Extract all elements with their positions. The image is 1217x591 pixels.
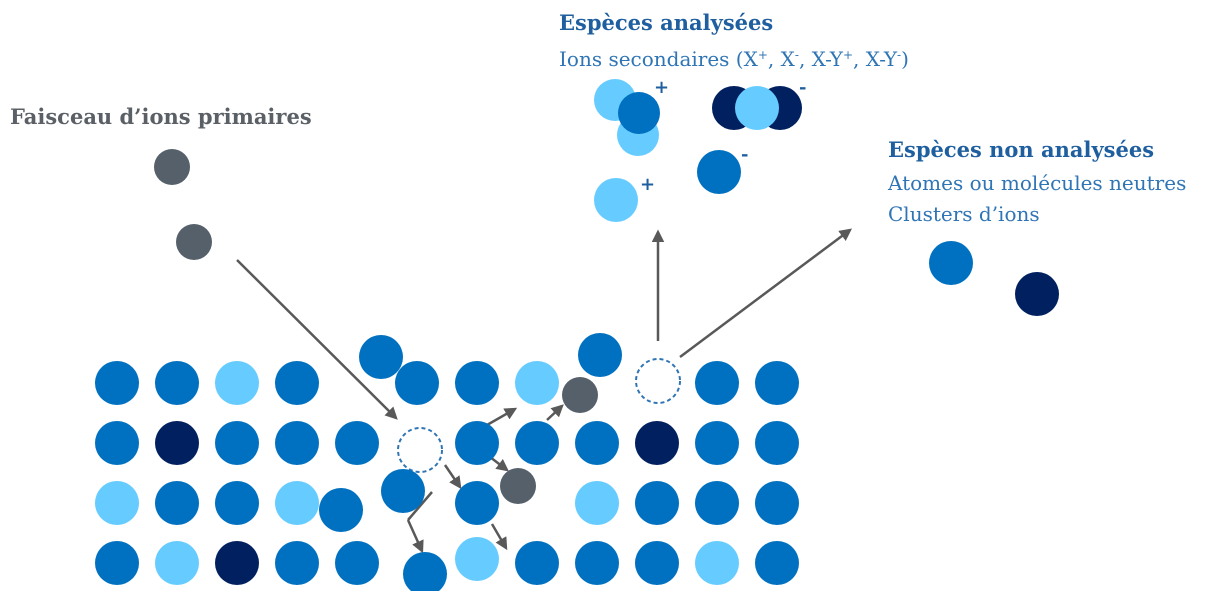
ion bbox=[618, 92, 660, 134]
atom bbox=[215, 421, 259, 465]
atom bbox=[515, 421, 559, 465]
atom bbox=[95, 541, 139, 585]
atom bbox=[215, 361, 259, 405]
implanted-primary-ion bbox=[562, 377, 598, 413]
atom bbox=[695, 361, 739, 405]
atom bbox=[575, 481, 619, 525]
atom bbox=[275, 361, 319, 405]
subtitle-sup-2: - bbox=[795, 48, 799, 62]
ion bbox=[594, 178, 638, 222]
positive-charge-label: + bbox=[640, 174, 655, 195]
atom bbox=[455, 361, 499, 405]
vacancy bbox=[397, 427, 443, 473]
primary-ion bbox=[176, 224, 212, 260]
cascade-arrow bbox=[546, 404, 564, 421]
neutral-species bbox=[929, 241, 1059, 316]
atom bbox=[395, 361, 439, 405]
non-analyzed-species-title: Espèces non analysées bbox=[888, 137, 1154, 162]
atom bbox=[95, 481, 139, 525]
atom bbox=[95, 361, 139, 405]
atom bbox=[275, 541, 319, 585]
arrows bbox=[236, 228, 853, 554]
atom bbox=[515, 541, 559, 585]
primary-ions bbox=[154, 149, 598, 504]
atom bbox=[575, 421, 619, 465]
atom bbox=[755, 541, 799, 585]
ion-clusters-label: Clusters d’ions bbox=[888, 202, 1040, 226]
subtitle-part-5: ) bbox=[901, 47, 909, 71]
atom bbox=[155, 481, 199, 525]
atom bbox=[635, 541, 679, 585]
implanted-primary-ion bbox=[500, 468, 536, 504]
cascade-arrow bbox=[486, 407, 518, 427]
analyzed-species-title: Espèces analysées bbox=[559, 10, 773, 35]
atom bbox=[695, 481, 739, 525]
atom bbox=[755, 361, 799, 405]
primary-beam-arrow bbox=[236, 259, 398, 420]
cascade-arrow bbox=[406, 519, 424, 554]
cascade-arrow bbox=[407, 491, 433, 521]
atom bbox=[215, 481, 259, 525]
cascade-arrow bbox=[489, 456, 509, 472]
atom bbox=[275, 421, 319, 465]
atom bbox=[755, 421, 799, 465]
atom bbox=[155, 421, 199, 465]
subtitle-sup-3: + bbox=[843, 48, 853, 62]
neutral-atom bbox=[929, 241, 973, 285]
atom bbox=[635, 481, 679, 525]
atom bbox=[695, 541, 739, 585]
atom bbox=[359, 335, 403, 379]
atom bbox=[215, 541, 259, 585]
subtitle-sup-4: - bbox=[897, 48, 901, 62]
atom bbox=[155, 541, 199, 585]
atom bbox=[335, 541, 379, 585]
primary-beam-label: Faisceau d’ions primaires bbox=[10, 104, 312, 129]
neutral-atoms-label: Atomes ou molécules neutres bbox=[887, 171, 1186, 195]
ion bbox=[735, 86, 779, 130]
atom bbox=[578, 333, 622, 377]
atom bbox=[755, 481, 799, 525]
subtitle-part-4: , X-Y bbox=[853, 47, 898, 71]
subtitle-part-2: , X bbox=[768, 47, 796, 71]
vacancy bbox=[635, 358, 681, 404]
atom bbox=[155, 361, 199, 405]
target-lattice bbox=[95, 333, 799, 591]
atom bbox=[515, 361, 559, 405]
atom bbox=[403, 552, 447, 591]
atom bbox=[455, 537, 499, 581]
atom bbox=[381, 469, 425, 513]
atom bbox=[455, 421, 499, 465]
neutral-atom bbox=[1015, 272, 1059, 316]
atom bbox=[335, 421, 379, 465]
non-analyzed-emission-arrow bbox=[679, 228, 853, 359]
cascade-arrow bbox=[490, 523, 508, 551]
atom bbox=[319, 488, 363, 532]
atom bbox=[635, 421, 679, 465]
atom bbox=[695, 421, 739, 465]
ion bbox=[697, 150, 741, 194]
secondary-ions: + - - + bbox=[594, 77, 806, 222]
subtitle-sup-1: + bbox=[758, 48, 768, 62]
negative-charge-label: - bbox=[741, 144, 748, 165]
positive-charge-label: + bbox=[654, 77, 669, 98]
cascade-arrow bbox=[443, 464, 462, 490]
atom bbox=[575, 541, 619, 585]
atom bbox=[275, 481, 319, 525]
subtitle-part-1: Ions secondaires (X bbox=[559, 47, 759, 71]
analyzed-species-subtitle: Ions secondaires (X+, X-, X-Y+, X-Y-) bbox=[559, 47, 909, 71]
atom bbox=[455, 481, 499, 525]
atom bbox=[95, 421, 139, 465]
negative-charge-label: - bbox=[799, 77, 806, 98]
primary-ion bbox=[154, 149, 190, 185]
subtitle-part-3: , X-Y bbox=[799, 47, 844, 71]
